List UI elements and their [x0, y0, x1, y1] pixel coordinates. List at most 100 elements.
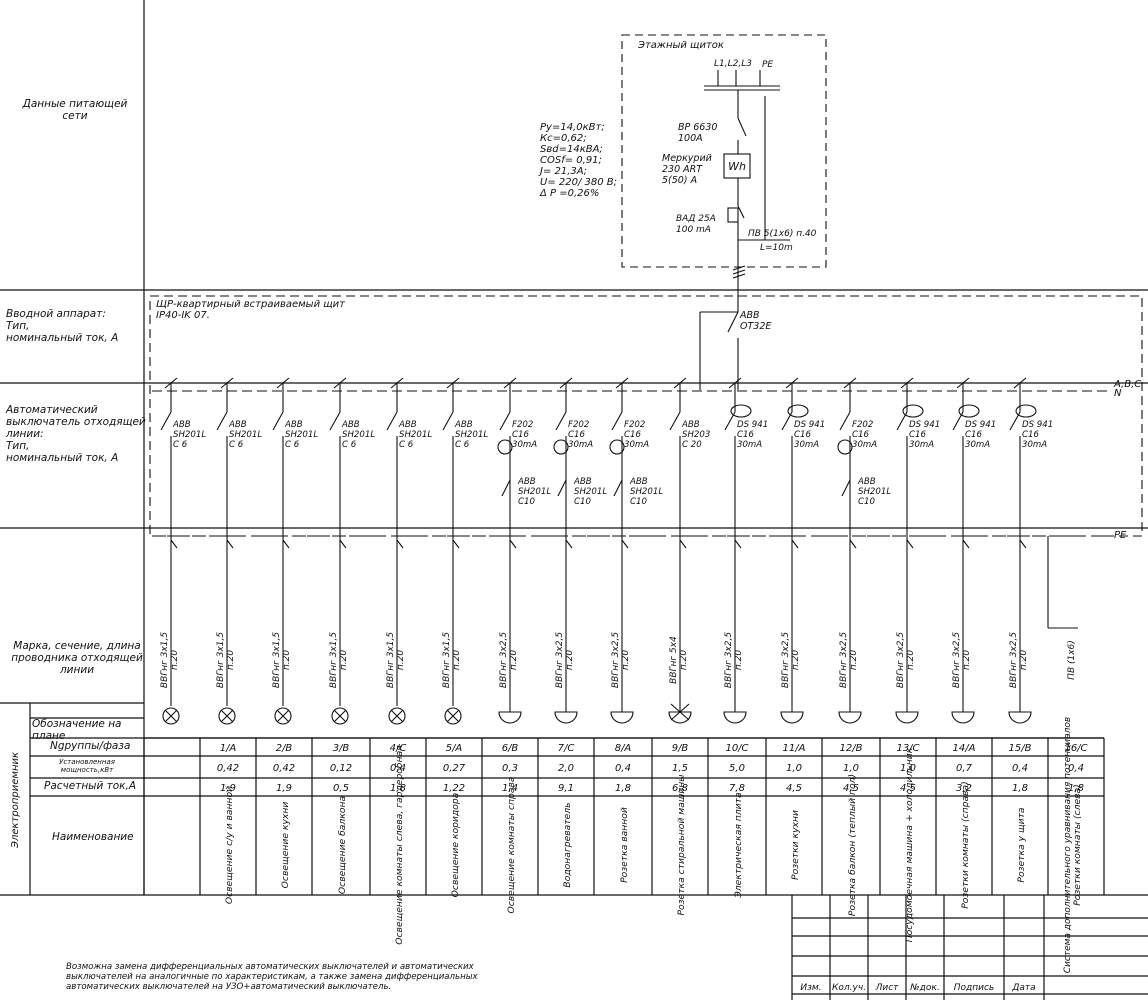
text-line: SH201L: [518, 487, 551, 497]
text-line: 1,0: [843, 763, 859, 774]
text-line: 100А: [678, 133, 703, 144]
text-line: ВВГнг 3х1,5: [216, 632, 226, 688]
label-input-device: Вводной аппарат:Тип,номинальный ток, А: [6, 308, 119, 344]
text-line: 14/А: [953, 743, 976, 754]
text-line: ПВ 5(1х6) п.40: [748, 229, 817, 239]
text-line: Электрическая плита: [733, 792, 744, 899]
text-line: 30mA: [568, 440, 593, 450]
group-cell: 5/А: [446, 743, 463, 754]
power-cell: 2,0: [558, 763, 574, 774]
text-line: PE: [762, 60, 773, 70]
text-line: 5(50) А: [662, 175, 697, 186]
text-line: 30mA: [852, 440, 877, 450]
text-line: Δ Р =0,26%: [539, 188, 599, 199]
text-line: 0,12: [330, 763, 352, 774]
meter-box: [723, 153, 751, 179]
text-line: 11/А: [783, 743, 806, 754]
socket-icon: [838, 711, 862, 724]
lamp-icon: [218, 707, 236, 725]
name-cell: Освещение кухни: [280, 802, 291, 889]
current-cell: 1,9: [220, 783, 236, 794]
equipotential-name: Система дополнительного уравнивания поте…: [1063, 717, 1073, 973]
name-cell: Розетки комнаты (справа): [960, 781, 971, 909]
text-line: ВВГнг 3х1,5: [442, 632, 452, 688]
text-line: ВВГнг 3х2,5: [781, 632, 791, 688]
text-line: 1,4: [502, 783, 518, 794]
lamp-icon: [274, 707, 292, 725]
text-line: DS 941: [909, 420, 940, 430]
text-line: C16: [1022, 430, 1039, 440]
current-cell: 7,8: [729, 783, 745, 794]
cable-label: ВВГнг 5х4п.20: [669, 636, 689, 684]
bus-tap: [785, 377, 799, 389]
text-line: 0,4: [1012, 763, 1028, 774]
breaker-contact: [442, 411, 454, 431]
current-cell: 0,5: [333, 783, 349, 794]
socket-icon: [668, 711, 692, 724]
side-label: Электроприемник: [10, 752, 21, 849]
wire: [679, 539, 687, 549]
text-line: DS 941: [965, 420, 996, 430]
bus-tap: [1013, 377, 1027, 389]
params-text: Ру=14,0кВт;Кс=0,62;Sвd=14кВА;COSf= 0,91;…: [538, 122, 617, 199]
text-line: F202: [852, 420, 873, 430]
text-line: Освещение с/у и ванной: [224, 786, 235, 904]
stamp-header: Лист: [875, 983, 900, 993]
name-cell: Розетка у щита: [1016, 807, 1027, 882]
wire: [849, 539, 857, 549]
wire: [906, 539, 914, 549]
text-line: п.20: [791, 650, 801, 670]
text-line: п.20: [849, 650, 859, 670]
text-line: п.20: [452, 650, 462, 670]
text-line: 30mA: [965, 440, 990, 450]
text-line: ВВГнг 3х2,5: [896, 632, 906, 688]
text-line: 0,42: [273, 763, 295, 774]
breaker-contact: [669, 411, 681, 431]
text-line: C 20: [682, 440, 702, 450]
text-line: Водонагреватель: [562, 802, 573, 887]
lamp-icon: [162, 707, 180, 725]
text-line: Розетка стиральной машины: [676, 775, 687, 916]
name-cell: Электрическая плита: [733, 792, 744, 899]
text-line: SH203: [682, 430, 710, 440]
group-cell: 3/В: [333, 743, 350, 754]
text-line: Розетка ванной: [619, 807, 630, 883]
rcd-symbol: [837, 439, 853, 455]
cable-label: ВВГнг 3х2,5п.20: [952, 632, 972, 688]
text-line: 30mA: [1022, 440, 1047, 450]
text-line: 4/С: [390, 743, 407, 754]
text-line: Розетка у щита: [1016, 807, 1027, 882]
rcd-symbol: [553, 439, 569, 455]
text-line: ВВГнг 3х1,5: [329, 632, 339, 688]
length-label: L=10m: [760, 243, 793, 253]
text-line: ABB: [228, 420, 247, 430]
difautomat-symbol: [902, 404, 924, 418]
text-line: 2,0: [558, 763, 574, 774]
text-line: 30mA: [624, 440, 649, 450]
text-line: C10: [630, 497, 647, 507]
current-cell: 9,1: [558, 783, 574, 794]
text-line: L=10m: [760, 243, 793, 253]
wire: [282, 539, 290, 549]
text-line: 6/В: [502, 743, 519, 754]
bus-tap: [673, 377, 687, 389]
text-line: ВВГнг 3х1,5: [386, 632, 396, 688]
breaker-contact: [839, 411, 851, 431]
text-line: C 6: [399, 440, 414, 450]
text-line: 1,5: [672, 763, 688, 774]
wire: [1019, 539, 1027, 549]
text-line: DS 941: [737, 420, 768, 430]
bus-tap: [276, 377, 290, 389]
breaker-contact: [501, 479, 511, 497]
wire: [791, 539, 799, 549]
text-line: C16: [568, 430, 585, 440]
floor-panel-title: Этажный щиток: [637, 40, 724, 51]
text-line: SH201L: [229, 430, 262, 440]
bus-tap: [728, 377, 742, 389]
